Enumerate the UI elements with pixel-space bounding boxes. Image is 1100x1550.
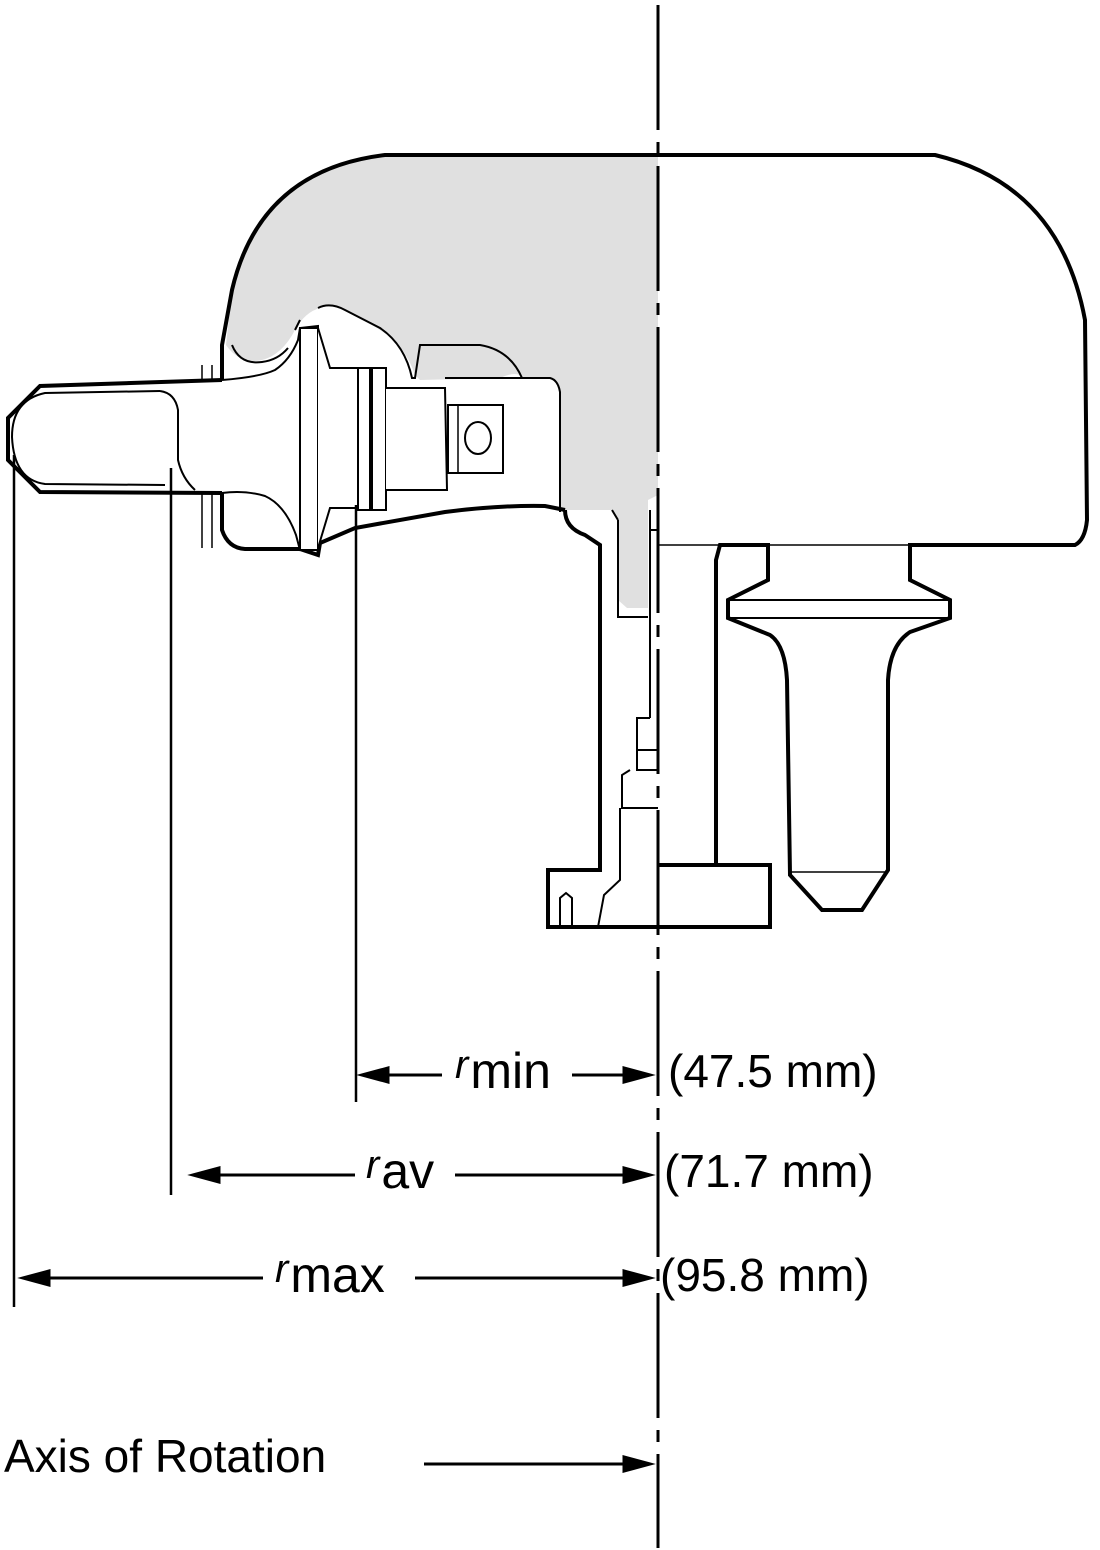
axis-of-rotation-label: Axis of Rotation xyxy=(4,1430,327,1482)
rav-label: rav xyxy=(366,1143,435,1199)
rav-symbol: r xyxy=(366,1143,380,1187)
rmin-subscript: min xyxy=(470,1043,551,1099)
rav-value: (71.7 mm) xyxy=(664,1145,874,1197)
rotor-right-half xyxy=(658,153,1090,929)
rmax-symbol: r xyxy=(275,1247,289,1291)
rmin-symbol: r xyxy=(455,1043,469,1087)
rmin-label: rmin xyxy=(455,1043,551,1099)
rotor-left-half xyxy=(220,153,658,929)
rmax-dimension-arrows xyxy=(17,1269,656,1287)
rav-subscript: av xyxy=(381,1143,435,1199)
rmin-value: (47.5 mm) xyxy=(668,1045,878,1097)
rmin-dimension-arrows xyxy=(356,1066,656,1084)
rmax-value: (95.8 mm) xyxy=(660,1249,870,1301)
rmax-label: rmax xyxy=(275,1247,385,1303)
rmax-subscript: max xyxy=(290,1247,385,1303)
rav-dimension-arrows xyxy=(187,1166,656,1184)
axis-pointer-arrow xyxy=(424,1455,656,1473)
horizontal-sample-tube xyxy=(6,324,561,552)
